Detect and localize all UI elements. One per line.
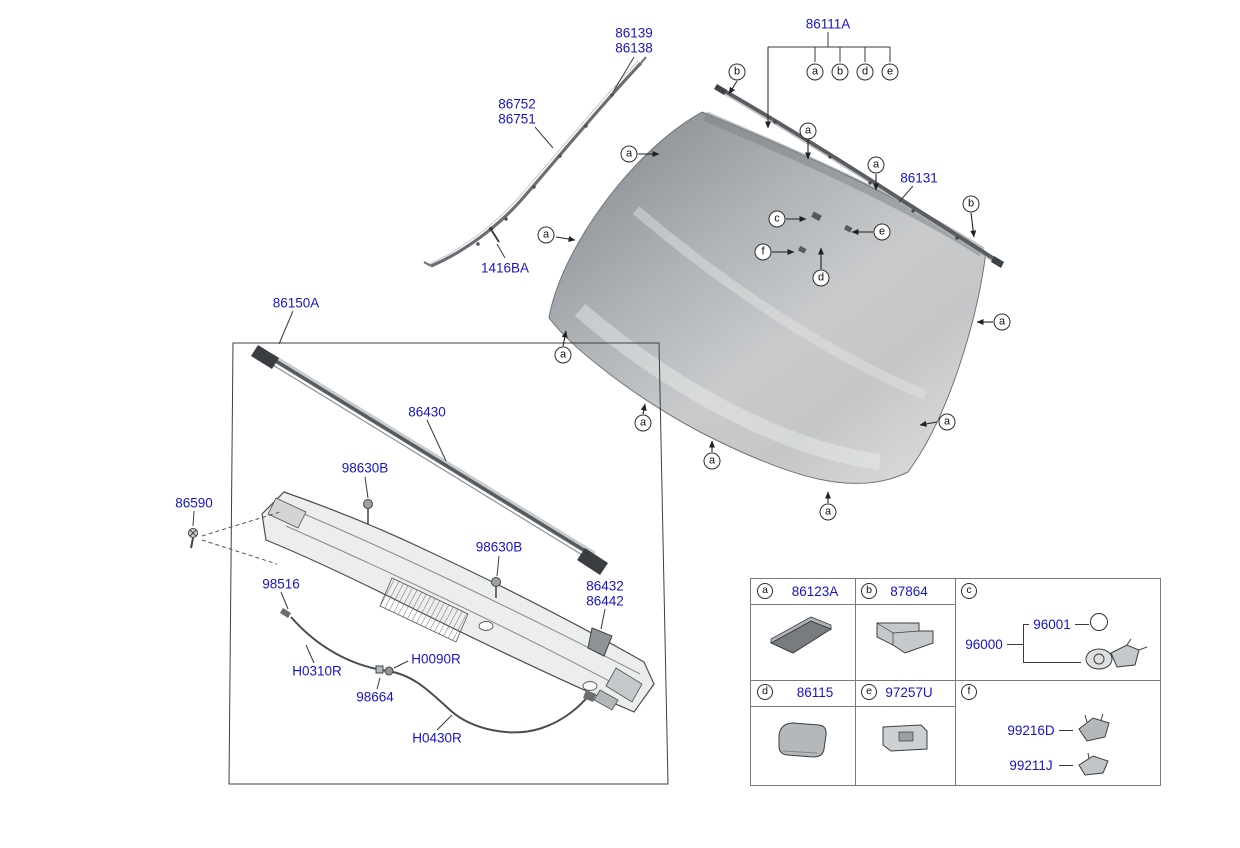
washer-nozzle (280, 608, 291, 618)
table-part-86115[interactable]: 86115 (796, 685, 834, 700)
hose-clip (375, 665, 384, 674)
callout-d-1: d (856, 63, 874, 81)
bracket-line (1007, 644, 1023, 645)
callout-b-3: b (962, 195, 980, 213)
pad-icon-86115 (778, 722, 827, 758)
part-label-98630B-1[interactable]: 98630B (341, 460, 389, 476)
callout-arrows (555, 80, 993, 503)
bracket-line (1059, 730, 1073, 731)
part-label-86751[interactable]: 86751 (498, 111, 536, 127)
part-label-1416BA[interactable]: 1416BA (480, 260, 530, 276)
snap-clip-icon-1 (1078, 713, 1110, 742)
rain-sensor-icon (1085, 638, 1148, 670)
part-label-98664[interactable]: 98664 (356, 689, 394, 705)
callout-a-8: a (634, 414, 652, 432)
callout-a-5: a (537, 226, 555, 244)
callout-e-2: e (873, 223, 891, 241)
oring-icon (1090, 613, 1108, 631)
table-hline-3 (751, 706, 955, 707)
callout-bracket-86111A (765, 32, 891, 129)
windshield-molding-strip (714, 84, 1004, 268)
callout-a-7: a (993, 313, 1011, 331)
table-hline-1 (751, 604, 955, 605)
part-label-H0310R[interactable]: H0310R (292, 663, 342, 679)
glass-pad-icon (769, 616, 833, 654)
table-part-99216D[interactable]: 99216D (1007, 723, 1055, 738)
part-label-86138[interactable]: 86138 (615, 40, 653, 56)
table-part-99211J[interactable]: 99211J (1009, 758, 1053, 773)
callout-a-3: a (799, 122, 817, 140)
bracket-line (1075, 624, 1089, 625)
bracket-line (1023, 662, 1081, 663)
callout-a-6: a (554, 346, 572, 364)
parts-table: a 86123A b 87864 c 96000 96001 d 8 (750, 578, 1161, 786)
table-callout-b: b (861, 583, 877, 599)
callout-d-2: d (812, 269, 830, 287)
molding-clip-pin (488, 226, 500, 243)
table-callout-c: c (961, 583, 977, 599)
table-part-96000[interactable]: 96000 (965, 637, 1003, 652)
table-part-87864[interactable]: 87864 (890, 584, 928, 599)
part-label-86432[interactable]: 86432 (586, 578, 624, 594)
cowl-screw (188, 511, 281, 565)
windshield-glass (548, 111, 987, 485)
part-label-86752[interactable]: 86752 (498, 96, 536, 112)
callout-a-2: a (620, 145, 638, 163)
bracket-line (1023, 624, 1024, 663)
table-part-86123A[interactable]: 86123A (791, 584, 839, 599)
callout-a-1: a (806, 63, 824, 81)
callout-a-11: a (819, 503, 837, 521)
part-label-86111A[interactable]: 86111A (805, 16, 851, 32)
table-vline-2 (955, 579, 956, 785)
clip-icon-97257U (882, 724, 928, 752)
part-label-86590[interactable]: 86590 (175, 495, 213, 511)
table-part-97257U[interactable]: 97257U (885, 685, 933, 700)
cowl-weatherstrip-bar (251, 345, 608, 575)
part-label-86150A[interactable]: 86150A (272, 295, 320, 311)
table-hline-2 (751, 680, 1160, 681)
table-callout-d: d (757, 684, 773, 700)
table-vline-1 (855, 579, 856, 785)
table-callout-f: f (961, 684, 977, 700)
bracket-line (1059, 765, 1073, 766)
part-label-98630B-2[interactable]: 98630B (475, 539, 523, 555)
cowl-top-cover (261, 491, 655, 713)
leader-lines (192, 56, 914, 731)
cowl-section-box (228, 342, 669, 785)
callout-b-2: b (831, 63, 849, 81)
callout-e-1: e (881, 63, 899, 81)
table-part-96001[interactable]: 96001 (1033, 617, 1071, 632)
callout-a-4: a (867, 156, 885, 174)
bracket-line (1023, 624, 1029, 625)
hose-connector (384, 666, 394, 676)
washer-hose (280, 608, 596, 734)
part-label-86442[interactable]: 86442 (586, 593, 624, 609)
callout-b-1: b (728, 63, 746, 81)
part-label-H0430R[interactable]: H0430R (412, 730, 462, 746)
part-label-86430[interactable]: 86430 (408, 404, 446, 420)
callout-a-9: a (938, 413, 956, 431)
snap-clip-icon-2 (1078, 752, 1109, 776)
part-label-86139[interactable]: 86139 (615, 25, 653, 41)
callout-a-10: a (703, 452, 721, 470)
part-label-H0090R[interactable]: H0090R (411, 651, 461, 667)
side-molding-strip (423, 56, 647, 268)
bracket-clip-icon (876, 622, 934, 654)
table-callout-a: a (757, 583, 773, 599)
part-label-98516[interactable]: 98516 (262, 576, 300, 592)
cowl-side-cover-piece (587, 627, 613, 657)
callout-c-1: c (768, 210, 786, 228)
callout-f-1: f (754, 243, 772, 261)
part-label-86131[interactable]: 86131 (900, 170, 938, 186)
cowl-clip-98630B (363, 499, 501, 598)
table-callout-e: e (861, 684, 877, 700)
